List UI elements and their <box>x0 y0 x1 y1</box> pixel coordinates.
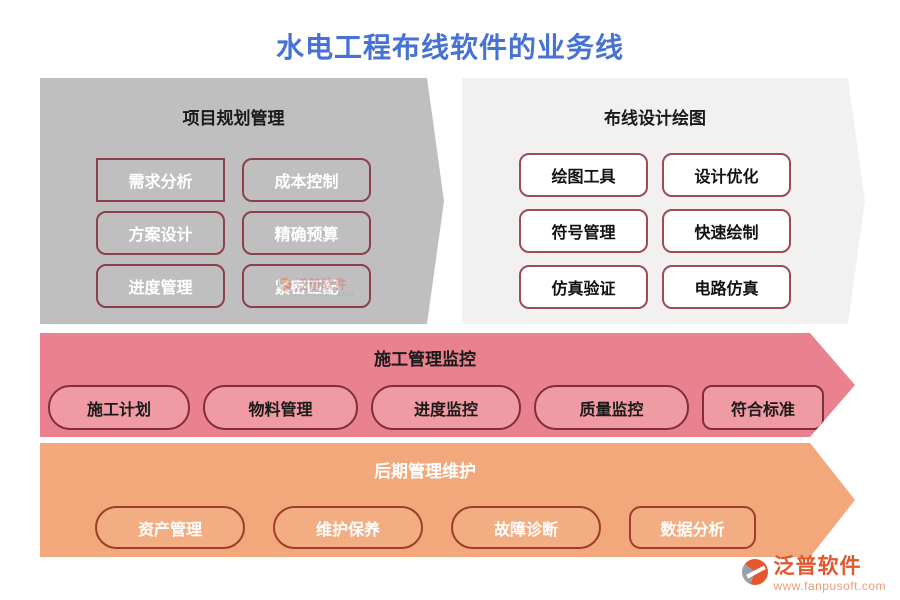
node-standard-compliance: 符合标准 <box>702 385 824 430</box>
node-symbol-management: 符号管理 <box>519 209 648 253</box>
fanpu-logo[interactable]: 泛普软件 www.fanpusoft.com <box>742 556 886 592</box>
node-simulation-verification: 仿真验证 <box>519 265 648 309</box>
node-fault-diagnosis: 故障诊断 <box>451 506 601 549</box>
section-title-construction: 施工管理监控 <box>374 350 476 369</box>
node-cost-control: 成本控制 <box>242 158 371 202</box>
fanpu-logo-url: www.fanpusoft.com <box>773 579 886 593</box>
construction-node-row: 施工计划 物料管理 进度监控 质量监控 符合标准 <box>48 385 824 430</box>
planning-node-grid: 需求分析 成本控制 方案设计 精确预算 进度管理 紧密匹配 <box>40 158 427 308</box>
node-construction-plan: 施工计划 <box>48 385 190 430</box>
node-progress-monitoring: 进度监控 <box>371 385 521 430</box>
section-wiring-design: 布线设计绘图 绘图工具 设计优化 符号管理 快速绘制 仿真验证 电路仿真 <box>462 78 865 324</box>
fanpu-logo-icon <box>742 559 769 585</box>
node-tight-match: 紧密匹配 <box>242 264 371 308</box>
node-circuit-simulation: 电路仿真 <box>662 265 791 309</box>
node-accurate-budget: 精确预算 <box>242 211 371 255</box>
node-data-analysis: 数据分析 <box>629 506 756 549</box>
node-scheme-design: 方案设计 <box>96 211 225 255</box>
maintenance-node-row: 资产管理 维护保养 故障诊断 数据分析 <box>95 506 756 549</box>
node-progress-management: 进度管理 <box>96 264 225 308</box>
fanpu-logo-name: 泛普软件 <box>773 555 862 578</box>
design-node-grid: 绘图工具 设计优化 符号管理 快速绘制 仿真验证 电路仿真 <box>462 153 848 309</box>
node-maintenance-upkeep: 维护保养 <box>273 506 423 549</box>
node-quality-monitoring: 质量监控 <box>534 385 689 430</box>
node-rapid-drawing: 快速绘制 <box>662 209 791 253</box>
page-title: 水电工程布线软件的业务线 <box>275 32 624 63</box>
node-asset-management: 资产管理 <box>95 506 245 549</box>
section-title-maintenance: 后期管理维护 <box>374 462 476 481</box>
section-project-planning: 项目规划管理 需求分析 成本控制 方案设计 精确预算 进度管理 紧密匹配 泛普软… <box>40 78 444 324</box>
section-construction-monitoring: 施工管理监控 施工计划 物料管理 进度监控 质量监控 符合标准 <box>40 333 855 437</box>
section-title-design: 布线设计绘图 <box>604 109 706 128</box>
node-drawing-tools: 绘图工具 <box>519 153 648 197</box>
node-demand-analysis: 需求分析 <box>96 158 225 202</box>
node-material-management: 物料管理 <box>203 385 358 430</box>
section-later-maintenance: 后期管理维护 资产管理 维护保养 故障诊断 数据分析 <box>40 443 855 557</box>
section-title-planning: 项目规划管理 <box>182 109 285 128</box>
node-design-optimization: 设计优化 <box>662 153 791 197</box>
